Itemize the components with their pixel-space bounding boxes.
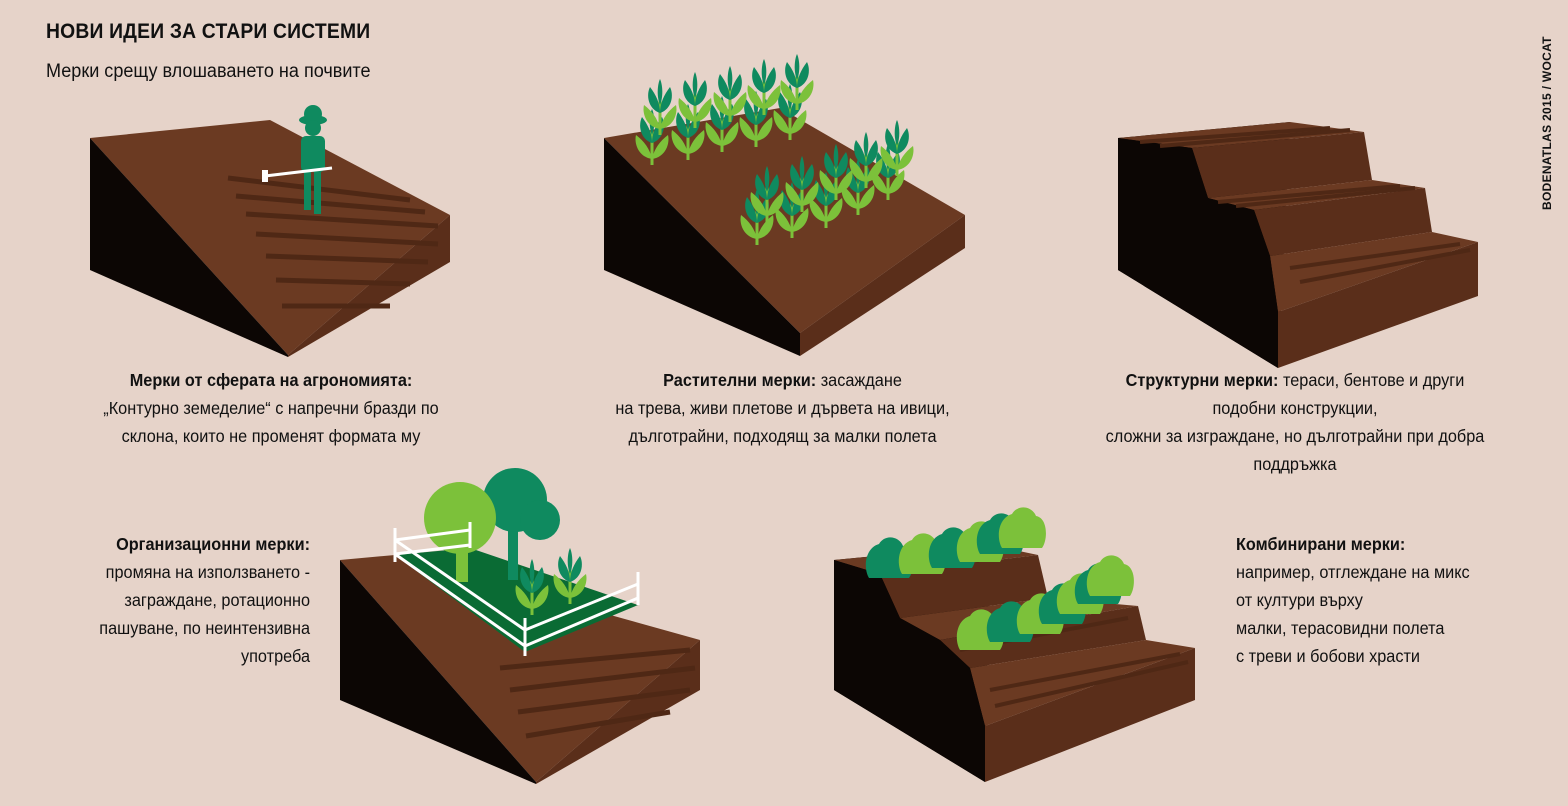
caption-line: дълготрайни, подходящ за малки полета [628,426,937,446]
tree-icon [424,482,496,582]
caption-agronomic: Мерки от сферата на агрономията: „Контур… [71,366,471,450]
caption-line: малки, терасовидни полета [1236,618,1445,638]
scene-structural-measures [1118,122,1478,368]
caption-vegetative: Растителни мерки: засаждане на трева, жи… [571,366,994,450]
caption-line: например, отглеждане на микс [1236,562,1470,582]
caption-line: от култури върху [1236,590,1363,610]
caption-line: склона, които не променят формата му [121,426,421,446]
caption-title: Организационни мерки: [116,534,311,554]
page-title: НОВИ ИДЕИ ЗА СТАРИ СИСТЕМИ [46,20,371,43]
caption-line: промяна на използването - [105,562,310,582]
scene-combined-measures [834,507,1195,782]
caption-line: с треви и бобови храсти [1236,646,1421,666]
caption-line: употреба [240,646,310,666]
caption-line: сложни за изграждане, но дълготрайни при… [1105,426,1485,446]
page-subtitle: Мерки срещу влошаването на почвите [46,61,371,82]
caption-title: Комбинирани мерки: [1236,534,1406,554]
caption-line: пашуване, по неинтензивна [99,618,310,638]
caption-line: засаждане [816,370,902,390]
farmer-icon [262,105,333,214]
caption-line: заграждане, ротационно [124,590,310,610]
scene-contour-farming [90,105,450,357]
tree-icon [483,468,560,580]
scene-vegetative-measures [604,52,965,356]
caption-management: Организационни мерки: промяна на използв… [40,530,310,670]
caption-line: подобни конструкции, [1212,398,1378,418]
caption-line: на трева, живи плетове и дървета на ивиц… [615,398,950,418]
caption-title: Структурни мерки: [1125,370,1279,390]
caption-line: тераси, бентове и други [1278,370,1465,390]
caption-line: „Контурно земеделие“ с напречни бразди п… [103,398,439,418]
caption-combined: Комбинирани мерки: например, отглеждане … [1236,530,1534,670]
caption-structural: Структурни мерки: тераси, бентове и друг… [1072,366,1518,478]
caption-title: Растителни мерки: [663,370,817,390]
caption-title: Мерки от сферата на агрономията: [129,370,413,390]
caption-line: поддръжка [1253,454,1337,474]
fence-icon [393,522,640,656]
scene-management-measures [340,468,700,784]
